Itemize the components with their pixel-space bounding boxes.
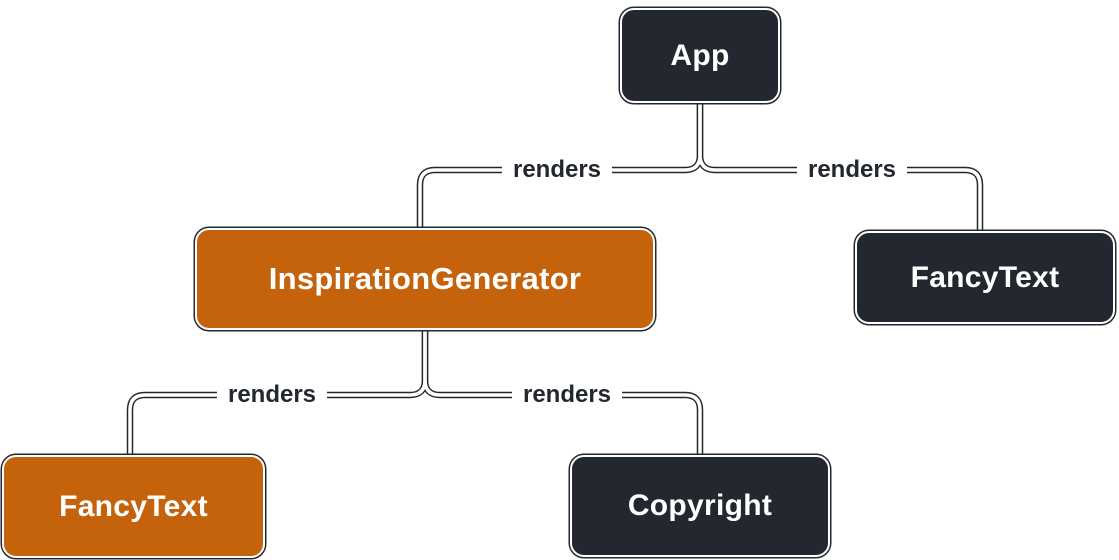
edge-label-renders-app-inspirationgenerator: renders — [501, 154, 613, 186]
node-fancytext-bottom-left: FancyText — [2, 455, 265, 558]
node-fancytext-right-label: FancyText — [910, 260, 1060, 294]
edge-label-renders-app-fancytext: renders — [796, 154, 908, 186]
node-app: App — [620, 8, 780, 103]
node-inspiration-generator-label: InspirationGenerator — [268, 261, 582, 296]
node-fancytext-bottom-left-label: FancyText — [59, 489, 208, 523]
node-app-label: App — [670, 38, 730, 72]
edge-label-renders-inspirationgenerator-copyright: renders — [511, 379, 623, 411]
node-copyright: Copyright — [570, 455, 830, 557]
node-copyright-label: Copyright — [627, 489, 773, 522]
node-inspiration-generator: InspirationGenerator — [195, 228, 655, 330]
node-fancytext-right: FancyText — [855, 231, 1115, 324]
edge-label-renders-inspirationgenerator-fancytext: renders — [216, 379, 328, 411]
